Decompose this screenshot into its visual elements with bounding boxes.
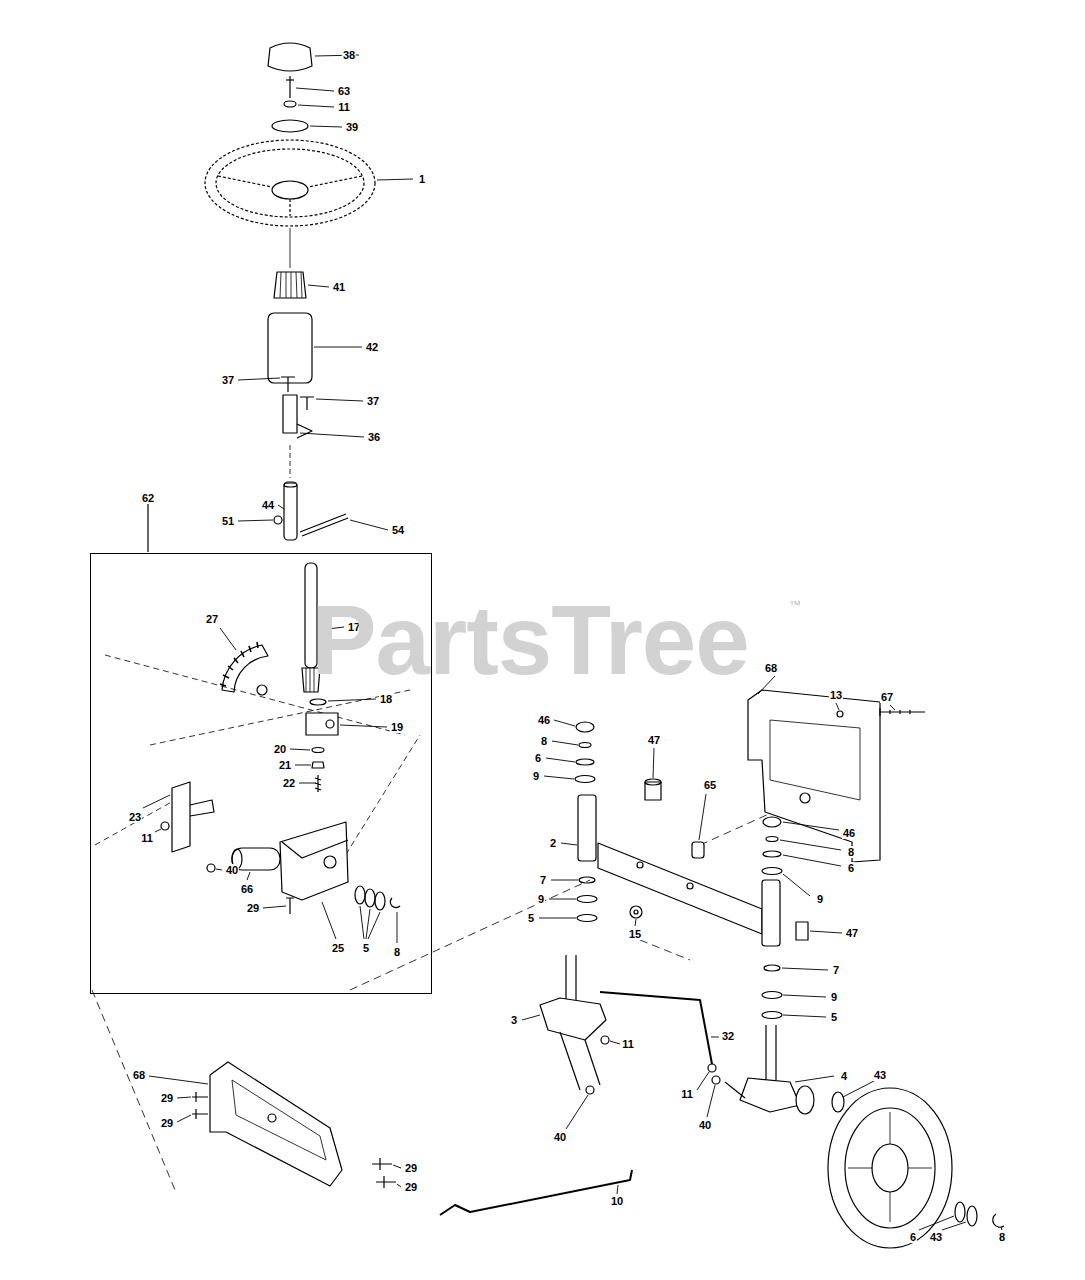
callout-number: 40 <box>553 1131 567 1143</box>
callout-number: 29 <box>246 902 260 914</box>
callout-number: 9 <box>830 991 838 1003</box>
callout-number: 7 <box>832 964 840 976</box>
callout-number: 43 <box>873 1069 887 1081</box>
callout-number: 23 <box>128 811 142 823</box>
callout-number: 15 <box>628 928 642 940</box>
callout-number: 32 <box>721 1030 735 1042</box>
callout-number: 5 <box>527 912 535 924</box>
callout-number: 4 <box>840 1070 848 1082</box>
callout-number: 40 <box>698 1119 712 1131</box>
callout-number: 11 <box>337 101 351 113</box>
callout-number: 6 <box>847 862 855 874</box>
callout-number: 9 <box>537 893 545 905</box>
callout-number: 46 <box>842 827 856 839</box>
callout-number: 18 <box>379 693 393 705</box>
callout-number: 29 <box>404 1181 418 1193</box>
callout-number: 68 <box>764 662 778 674</box>
callout-number: 7 <box>539 874 547 886</box>
callout-number: 5 <box>830 1011 838 1023</box>
callout-number: 25 <box>331 942 345 954</box>
callout-number: 42 <box>365 341 379 353</box>
callout-number: 63 <box>337 85 351 97</box>
callout-number: 54 <box>391 524 405 536</box>
callout-number: 43 <box>929 1231 943 1243</box>
trademark-mark: ™ <box>789 598 801 612</box>
callout-number: 8 <box>540 735 548 747</box>
callout-number: 37 <box>366 395 380 407</box>
callout-number: 29 <box>404 1162 418 1174</box>
callout-number: 11 <box>621 1038 635 1050</box>
callout-number: 68 <box>132 1069 146 1081</box>
callout-number: 62 <box>141 492 155 504</box>
callout-number: 3 <box>510 1014 518 1026</box>
callout-number: 36 <box>367 431 381 443</box>
callout-number: 41 <box>332 281 346 293</box>
callout-number: 47 <box>647 734 661 746</box>
callout-number: 40 <box>225 864 239 876</box>
callout-number: 11 <box>680 1088 694 1100</box>
callout-number: 65 <box>703 779 717 791</box>
callout-number: 13 <box>829 689 843 701</box>
callout-number: 6 <box>534 752 542 764</box>
callout-number: 27 <box>205 613 219 625</box>
callout-number: 9 <box>816 893 824 905</box>
callout-number: 20 <box>273 743 287 755</box>
callout-number: 46 <box>537 714 551 726</box>
watermark: PartsTree <box>311 591 749 689</box>
callout-number: 51 <box>221 515 235 527</box>
callout-number: 44 <box>261 499 275 511</box>
callout-number: 66 <box>240 883 254 895</box>
callout-number: 29 <box>160 1117 174 1129</box>
callout-number: 38 <box>342 49 356 61</box>
callout-number: 47 <box>845 927 859 939</box>
callout-number: 6 <box>909 1231 917 1243</box>
callout-number: 22 <box>282 777 296 789</box>
callout-number: 37 <box>221 374 235 386</box>
callout-number: 9 <box>532 770 540 782</box>
callout-number: 1 <box>418 173 426 185</box>
callout-number: 29 <box>160 1092 174 1104</box>
callout-number: 39 <box>345 121 359 133</box>
callout-number: 21 <box>278 759 292 771</box>
callout-number: 19 <box>390 721 404 733</box>
callout-number: 5 <box>362 942 370 954</box>
callout-number: 10 <box>610 1195 624 1207</box>
callout-number: 8 <box>847 846 855 858</box>
callout-number: 8 <box>393 946 401 958</box>
callout-number: 2 <box>549 837 557 849</box>
callout-number: 8 <box>998 1231 1006 1243</box>
callout-number: 11 <box>140 832 154 844</box>
callout-number: 67 <box>880 691 894 703</box>
